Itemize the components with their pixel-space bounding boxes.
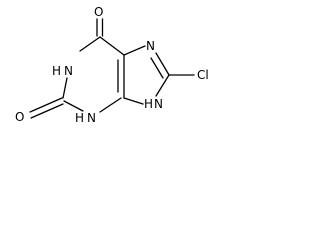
bond-c5-n7: [123, 45, 146, 56]
bond-n3-c4: [99, 97, 122, 113]
bond-n1-c2: [62, 77, 68, 99]
atom-labels: O N H O N H N N H Cl: [15, 5, 209, 125]
bond-n9-c4: [123, 97, 144, 105]
bond-c6-n1: [79, 36, 101, 52]
chlorouric-structure-diagram: O N H O N H N N H Cl: [15, 5, 209, 125]
bond-n7-c8-double-b: [150, 57, 164, 79]
atom-o-top: O: [94, 5, 103, 19]
bonds: [29, 18, 195, 119]
atom-h-n1: H: [52, 64, 61, 78]
atom-cl: Cl: [197, 68, 209, 82]
bond-c2-n3: [63, 100, 84, 112]
bond-c2-o-double-a: [29, 97, 63, 113]
atom-n3: N: [87, 111, 96, 125]
bond-c2-o-double-b: [30, 103, 64, 119]
atom-n9: N: [154, 97, 163, 111]
atom-n1: N: [64, 64, 73, 78]
bond-n7-c8-double-a: [155, 52, 170, 76]
atom-h-n3: H: [75, 111, 84, 125]
bond-c8-n9: [155, 74, 170, 97]
atom-h-n9: H: [144, 97, 153, 111]
bond-c5-c6: [99, 36, 125, 56]
atom-n7: N: [146, 39, 155, 53]
atom-o-left: O: [15, 110, 24, 124]
